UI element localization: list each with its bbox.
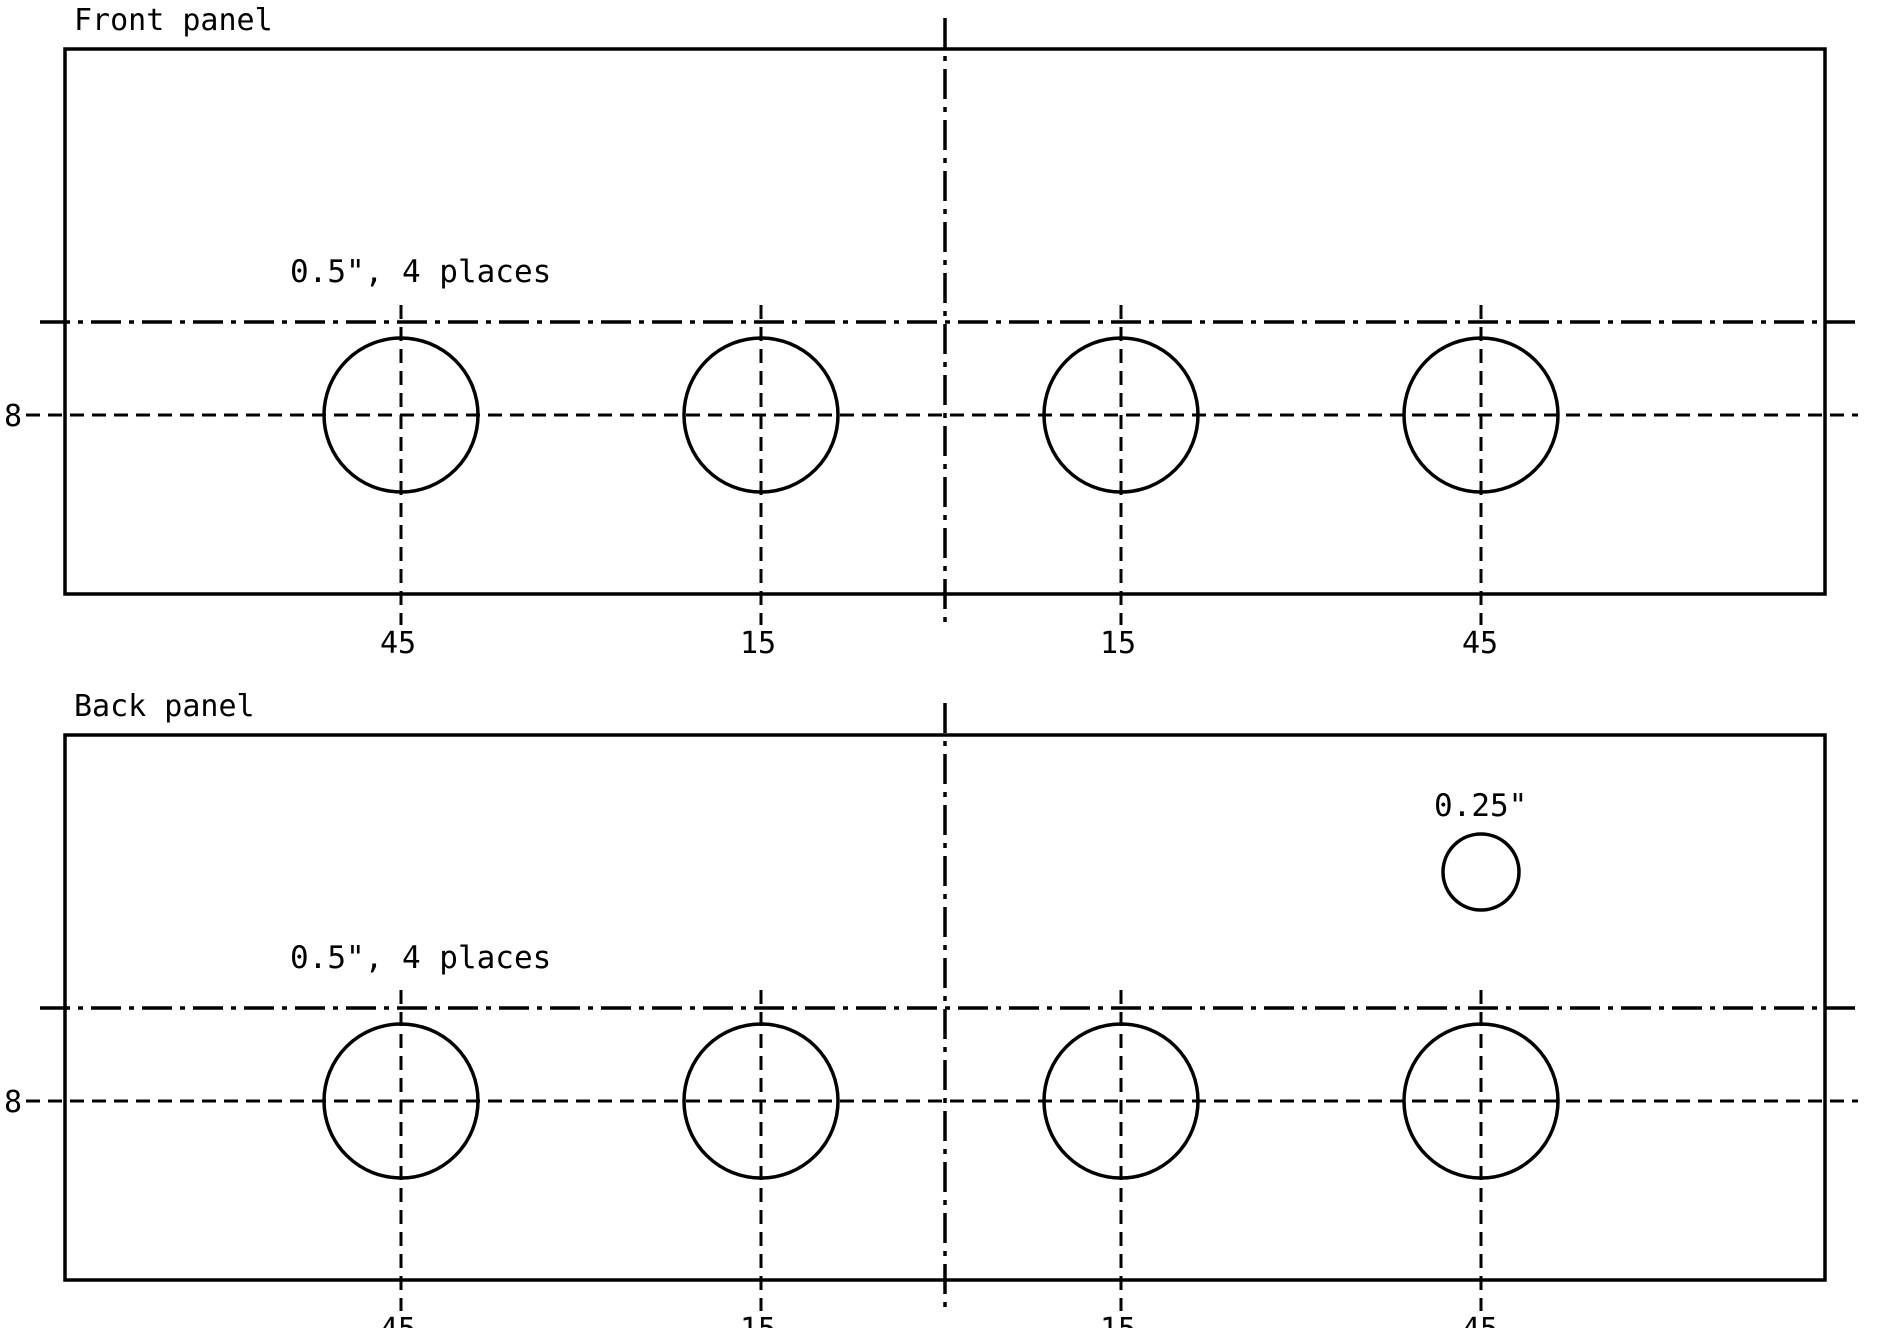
back-position-label-2: 15 <box>740 1312 776 1328</box>
back-hole-1 <box>322 1022 480 1180</box>
front-hole-note: 0.5", 4 places <box>290 254 551 290</box>
back-hole-3 <box>1042 1022 1200 1180</box>
front-hole-4 <box>1402 336 1560 494</box>
back-panel: Back panel 0.25" 0.5", 4 places 8 45 15 … <box>4 689 1858 1328</box>
front-position-label-4: 45 <box>1462 626 1498 661</box>
front-hole-1 <box>322 336 480 494</box>
front-panel: Front panel 0.5", 4 places 8 45 15 15 45 <box>4 3 1858 661</box>
back-row-label: 8 <box>4 1085 22 1120</box>
back-position-label-1: 45 <box>380 1312 416 1328</box>
front-position-label-3: 15 <box>1100 626 1136 661</box>
back-hole-4 <box>1402 1022 1560 1180</box>
back-position-label-4: 45 <box>1462 1312 1498 1328</box>
back-small-hole-note: 0.25" <box>1434 788 1527 824</box>
back-small-hole <box>1441 832 1521 912</box>
back-position-label-3: 15 <box>1100 1312 1136 1328</box>
back-panel-title: Back panel <box>74 689 255 724</box>
front-row-label: 8 <box>4 399 22 434</box>
back-hole-note: 0.5", 4 places <box>290 940 551 976</box>
front-position-label-2: 15 <box>740 626 776 661</box>
front-hole-2 <box>682 336 840 494</box>
front-hole-3 <box>1042 336 1200 494</box>
front-position-label-1: 45 <box>380 626 416 661</box>
back-hole-2 <box>682 1022 840 1180</box>
front-panel-title: Front panel <box>74 3 273 38</box>
